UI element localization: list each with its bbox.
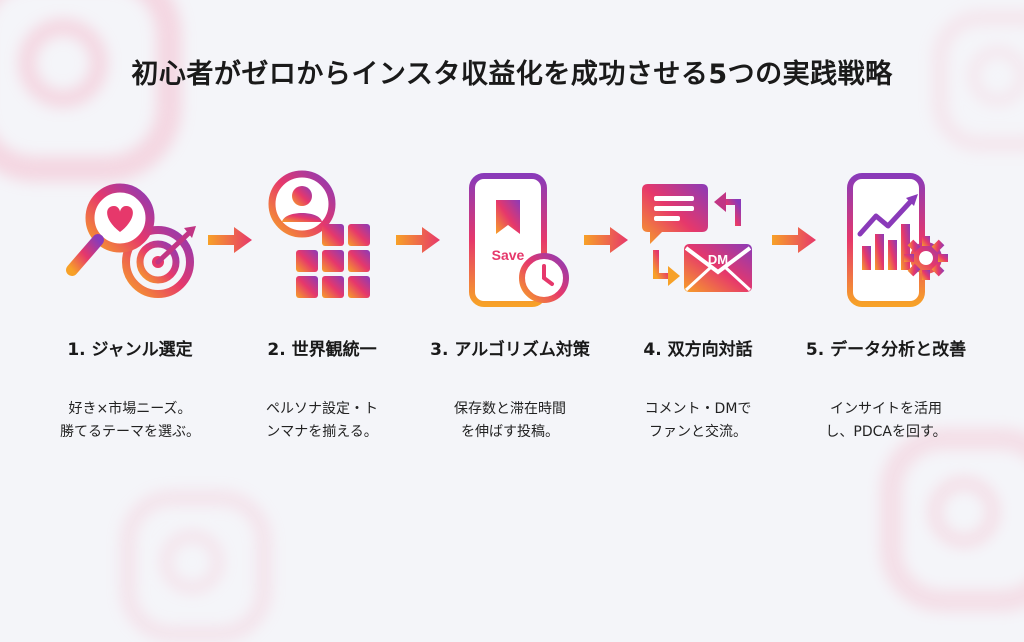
step-description-line: し、PDCAを回す。 (825, 424, 947, 440)
phone-save-clock-icon: Save (469, 173, 569, 307)
step-worldview-unification: 2. 世界観統一 ペルソナ設定・ト ンマナを揃える。 (232, 170, 412, 444)
step-genre-selection: 1. ジャンル選定 好き×市場ニーズ。 勝てるテーマを選ぶ。 (40, 170, 220, 444)
arrow-right-icon (208, 227, 252, 253)
step-description-line: を伸ばす投稿。 (461, 424, 559, 440)
magnifier-heart-target-icon (66, 183, 196, 298)
step-description-line: ファンと交流。 (649, 424, 747, 440)
step-description: 好き×市場ニーズ。 勝てるテーマを選ぶ。 (40, 398, 220, 444)
step-algorithm-strategy: Save 3. アルゴリズム対策 保存数と滞在時間 を伸ばす投稿。 (420, 170, 600, 444)
step-description-line: インサイトを活用 (830, 401, 942, 417)
dm-text: DM (708, 252, 728, 267)
step-two-way-dialogue: DM 4. 双方向対話 コメント・DMで ファンと交流。 (608, 170, 788, 444)
step-label: 2. 世界観統一 (267, 340, 377, 360)
save-text: Save (492, 247, 525, 263)
step-label: 5. データ分析と改善 (805, 340, 967, 360)
step-description-line: ンマナを揃える。 (266, 424, 378, 440)
step-label: 3. アルゴリズム対策 (430, 340, 590, 360)
background-instagram-logo (0, 0, 182, 182)
step-data-analysis: 5. データ分析と改善 インサイトを活用 し、PDCAを回す。 (796, 170, 976, 444)
step-label: 1. ジャンル選定 (67, 340, 193, 360)
background-instagram-logo (932, 10, 1024, 152)
step-description-line: 好き×市場ニーズ。 (68, 401, 192, 417)
background-instagram-logo (120, 490, 272, 642)
comment-dm-icon: DM (642, 184, 752, 292)
arrow-right-icon (396, 227, 440, 253)
step-description-line: コメント・DMで (644, 401, 752, 417)
step-description: ペルソナ設定・ト ンマナを揃える。 (232, 398, 412, 444)
page-title: 初心者がゼロからインスタ収益化を成功させる5つの実践戦略 (131, 59, 893, 90)
step-description-line: 勝てるテーマを選ぶ。 (60, 424, 200, 440)
arrow-right-icon (772, 227, 816, 253)
step-description: 保存数と滞在時間 を伸ばす投稿。 (420, 398, 600, 444)
phone-chart-gear-icon (847, 173, 948, 307)
step-description: コメント・DMで ファンと交流。 (608, 398, 788, 444)
arrow-right-icon (584, 227, 628, 253)
profile-grid-icon (268, 170, 370, 298)
strategy-steps: 1. ジャンル選定 好き×市場ニーズ。 勝てるテーマを選ぶ。 2. 世 (0, 170, 1024, 470)
step-description-line: 保存数と滞在時間 (454, 401, 566, 417)
step-label: 4. 双方向対話 (643, 340, 753, 360)
step-description: インサイトを活用 し、PDCAを回す。 (796, 398, 976, 444)
step-description-line: ペルソナ設定・ト (266, 401, 378, 417)
